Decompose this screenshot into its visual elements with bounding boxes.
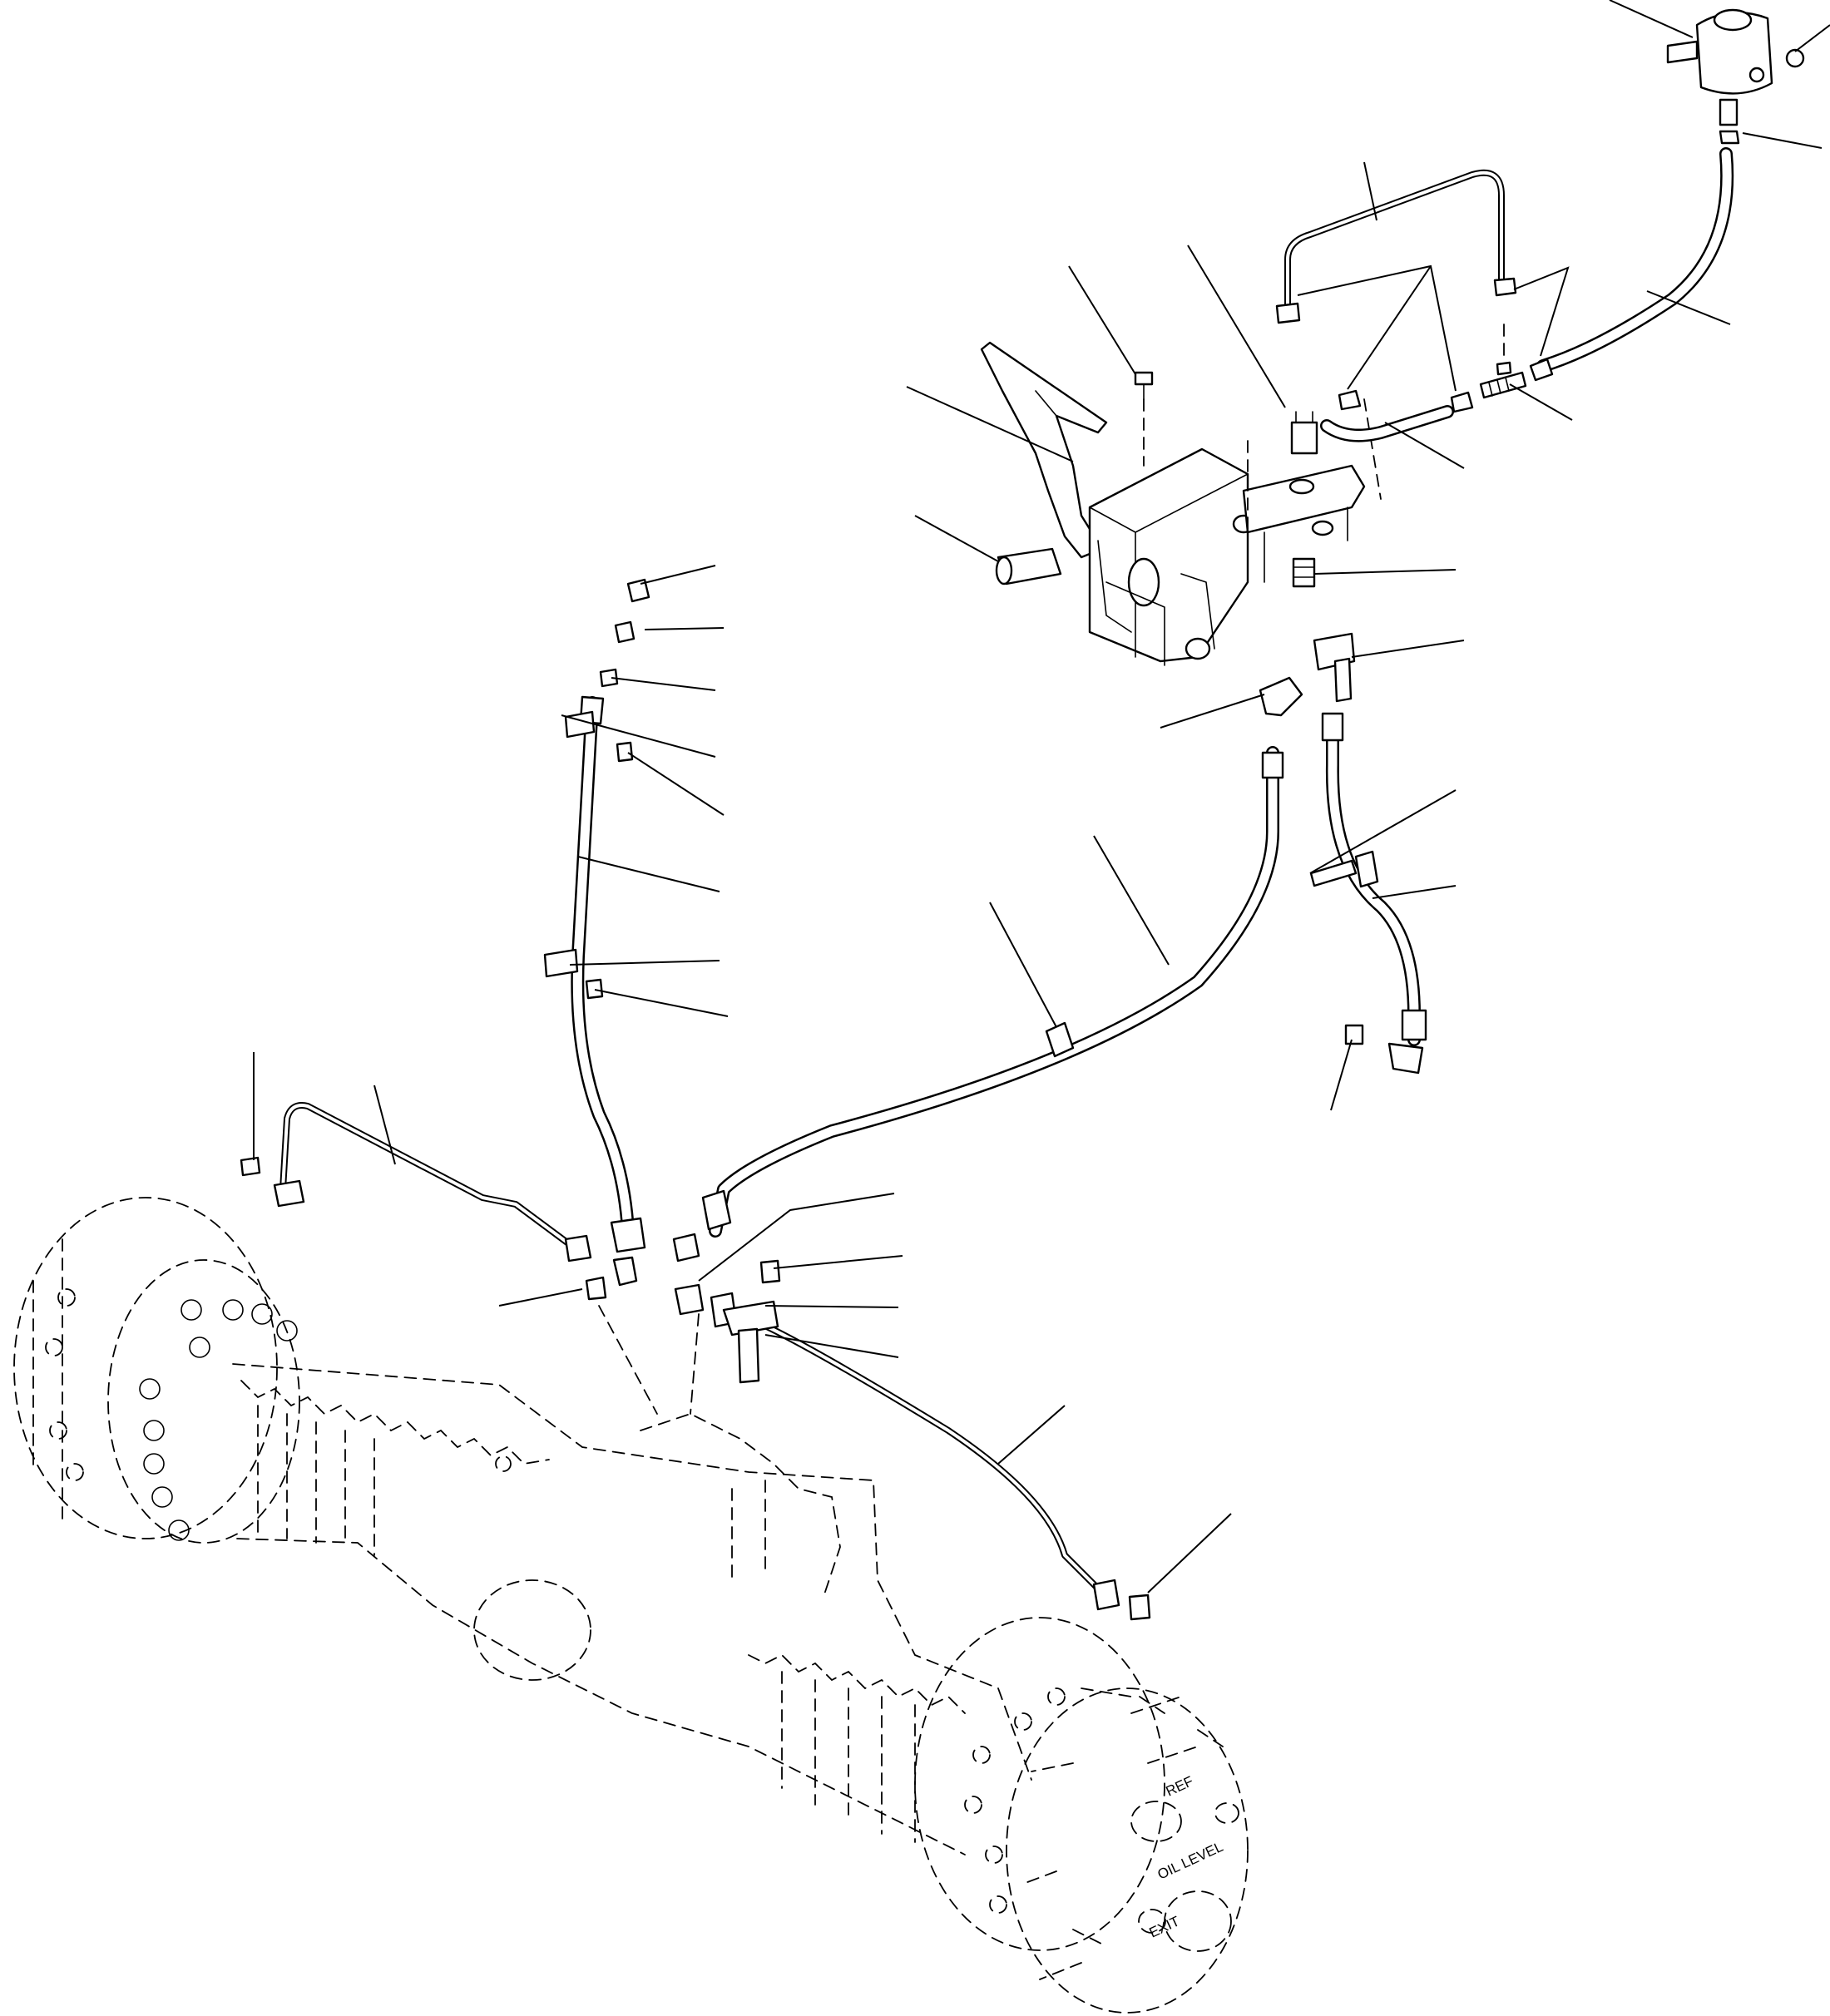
supply-hose bbox=[1536, 147, 1734, 373]
hose-clamp bbox=[1450, 391, 1474, 413]
reservoir-assembly bbox=[1666, 8, 1805, 145]
right-wheel-hub: REF OIL LEVEL EXIT bbox=[914, 1617, 1249, 2014]
elbow-fitting bbox=[1259, 676, 1303, 717]
left-wheel-hub bbox=[13, 1197, 300, 1544]
axle-housing: REF OIL LEVEL EXIT bbox=[13, 1197, 1249, 2014]
master-cylinder bbox=[1242, 464, 1366, 534]
brake-pedal bbox=[980, 341, 1108, 559]
right-steel-tube bbox=[674, 1259, 1151, 1621]
hose-clamp bbox=[1275, 302, 1301, 324]
hub-marking-oil-level: OIL LEVEL bbox=[1155, 1839, 1226, 1883]
right-brake-lines bbox=[672, 632, 1427, 1262]
hose-clamp bbox=[1529, 358, 1554, 382]
leader-lines bbox=[253, 0, 1830, 1594]
return-tube bbox=[1284, 169, 1505, 309]
left-brake-line bbox=[543, 578, 650, 1301]
hose-clamp bbox=[1338, 389, 1362, 411]
brake-pedal-master-cylinder-assembly bbox=[980, 341, 1382, 666]
brake-light-switch bbox=[1290, 421, 1318, 455]
hose-clamp bbox=[1493, 277, 1517, 297]
hub-marking-ref: REF bbox=[1164, 1773, 1196, 1800]
left-steel-tube bbox=[240, 1102, 592, 1262]
pedal-bracket bbox=[1088, 447, 1249, 663]
pedal-bolt bbox=[1134, 371, 1154, 386]
outlet-fitting bbox=[1292, 557, 1316, 588]
adapter bbox=[1479, 371, 1527, 399]
